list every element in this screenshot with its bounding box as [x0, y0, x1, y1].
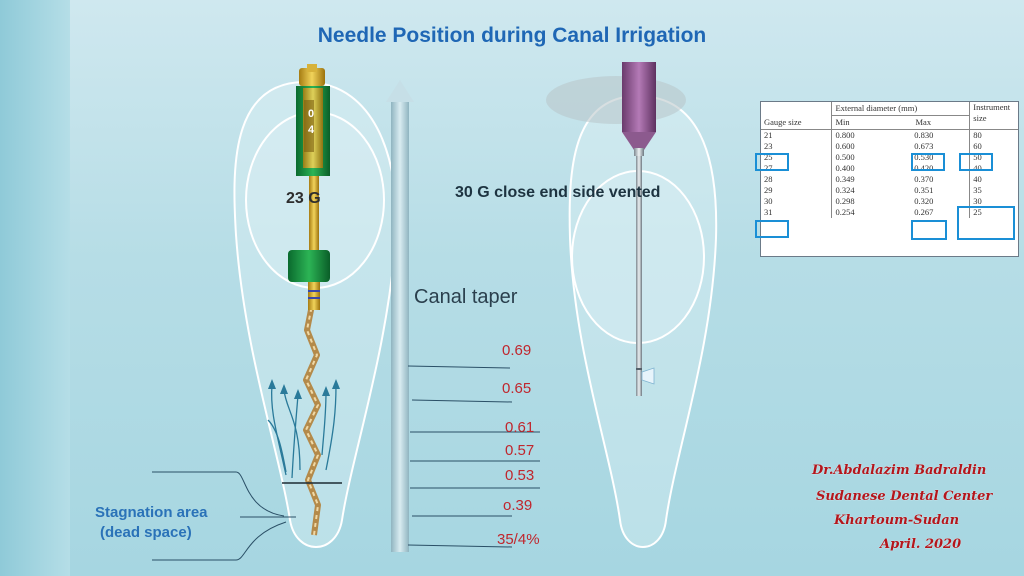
table-row: 28 0.349 0.370 40 — [761, 174, 1018, 185]
gauge-size-table: Gauge size External diameter (mm) Min Ma… — [755, 101, 1019, 257]
file-mark-digit: 4 — [307, 124, 315, 136]
needle-30g-label: 30 G close end side vented — [455, 184, 661, 201]
needle-30g — [622, 62, 656, 396]
cell-min: 0.324 — [835, 185, 855, 195]
cell-max: 0.830 — [911, 129, 971, 141]
taper-value: 0.53 — [505, 467, 535, 484]
gauge-table-grid: Gauge size External diameter (mm) Min Ma… — [761, 102, 1018, 218]
right-needle-shadow — [546, 76, 686, 124]
highlight-box-instrument-60 — [959, 153, 993, 171]
cell-instrument: 35 — [973, 185, 982, 195]
header-external-diameter: External diameter (mm) Min Max — [831, 102, 971, 130]
taper-value: o.39 — [503, 497, 533, 514]
cell-gauge: 27 — [761, 163, 833, 174]
cell-gauge: 30 — [761, 196, 833, 207]
cell-instrument: 60 — [973, 141, 982, 151]
cell-max: 0.420 — [911, 163, 971, 174]
file-size-marking: 0 4 — [306, 106, 316, 138]
highlight-box-gauge-30 — [755, 220, 789, 238]
cell-max: 0.673 — [911, 141, 971, 152]
table-row: 27 0.400 0.420 40 — [761, 163, 1018, 174]
taper-value: 0.61 — [505, 419, 535, 436]
stagnation-area-label: Stagnation area (dead space) — [95, 503, 208, 543]
cell-min: 0.500 — [835, 152, 855, 162]
highlight-box-gauge-23 — [755, 153, 789, 171]
right-canal-outline — [568, 94, 718, 548]
table-row: 31 0.254 0.267 25 — [761, 207, 1018, 218]
signature-center: Sudanese Dental Center — [816, 489, 993, 504]
header-gauge-size: Gauge size — [761, 102, 833, 130]
table-row: 30 0.298 0.320 30 — [761, 196, 1018, 207]
cell-gauge: 21 — [761, 129, 833, 141]
endodontic-file-23g — [288, 64, 330, 536]
signature-date: April. 2020 — [880, 537, 962, 552]
table-row: 25 0.500 0.530 50 — [761, 152, 1018, 163]
taper-value: 0.57 — [505, 442, 535, 459]
signature-name: Dr.Abdalazim Badraldin — [812, 463, 987, 478]
highlight-box-max-30 — [911, 220, 947, 240]
cell-instrument: 80 — [973, 130, 982, 140]
cell-gauge: 31 — [761, 207, 833, 218]
stagnation-line2: (dead space) — [100, 524, 192, 541]
cell-instrument: 40 — [973, 174, 982, 184]
cell-gauge: 25 — [761, 152, 833, 163]
taper-value: 0.69 — [502, 342, 532, 359]
cell-min: 0.254 — [835, 207, 855, 217]
table-row: 21 0.800 0.830 80 — [761, 129, 1018, 141]
page-title: Needle Position during Canal Irrigation — [317, 24, 707, 47]
cell-instrument: 50 — [973, 152, 982, 162]
cell-gauge: 28 — [761, 174, 833, 185]
header-ext-diameter-text: External diameter (mm) — [832, 102, 970, 116]
header-instrument-size: Instrument size — [973, 102, 1011, 123]
header-min: Min — [835, 117, 850, 127]
table-row: 23 0.600 0.673 60 — [761, 141, 1018, 152]
cell-instrument: 30 — [973, 196, 982, 206]
cell-max: 0.530 — [911, 152, 971, 163]
cell-max: 0.320 — [911, 196, 971, 207]
canal-taper-title: Canal taper — [414, 286, 518, 308]
cell-max: 0.370 — [911, 174, 971, 185]
cell-max: 0.351 — [911, 185, 971, 196]
header-max: Max — [915, 117, 932, 127]
cell-gauge: 29 — [761, 185, 833, 196]
cell-max: 0.267 — [911, 207, 971, 218]
cell-min: 0.600 — [835, 141, 855, 151]
stagnation-bracket — [152, 471, 296, 561]
cell-instrument: 40 — [973, 163, 982, 173]
cell-min: 0.349 — [835, 174, 855, 184]
cell-gauge: 23 — [761, 141, 833, 152]
taper-scale-arrow — [386, 80, 414, 552]
cell-min: 0.800 — [835, 130, 855, 140]
signature-location: Khartoum-Sudan — [834, 513, 960, 528]
highlight-box-instrument-35-30 — [957, 206, 1015, 240]
left-decorative-band — [0, 0, 70, 576]
irrigation-flow-arrows — [267, 384, 337, 479]
needle-23g-label: 23 G — [286, 190, 321, 207]
cell-min: 0.400 — [835, 163, 855, 173]
taper-lines — [407, 365, 540, 548]
taper-value: 35/4% — [497, 531, 540, 548]
stagnation-line1: Stagnation area — [95, 504, 208, 521]
cell-min: 0.298 — [835, 196, 855, 206]
file-mark-digit: 0 — [307, 108, 315, 120]
taper-value: 0.65 — [502, 380, 532, 397]
cell-instrument: 25 — [973, 207, 982, 217]
table-row: 29 0.324 0.351 35 — [761, 185, 1018, 196]
highlight-box-max-23 — [911, 153, 945, 171]
